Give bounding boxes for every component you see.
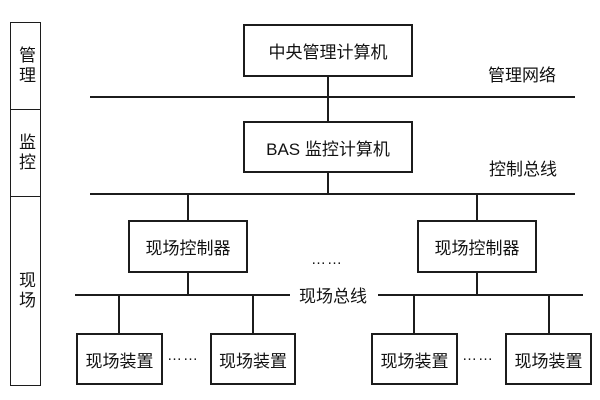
field-device-4-box: 现场装置: [505, 333, 592, 385]
central-management-computer-box: 中央管理计算机: [243, 24, 413, 77]
ellipsis-between-right-devices: ……: [462, 347, 494, 364]
management-network-label: 管理网络: [488, 66, 556, 85]
control-bus-line: [90, 193, 575, 195]
connector-right-controller-to-field-bus: [476, 273, 478, 295]
connector-central-to-management-network: [327, 77, 329, 97]
connector-field-bus-to-device-4: [548, 296, 550, 334]
sidebar-layer-field: 现场: [11, 197, 40, 385]
connector-field-bus-to-device-1: [118, 296, 120, 334]
layer-sidebar: 管理 监控 现场: [10, 22, 41, 386]
control-bus-label: 控制总线: [489, 160, 557, 179]
field-bus-line-right: [378, 294, 583, 296]
field-bus-line-left: [75, 294, 290, 296]
sidebar-layer-monitoring-label: 监控: [16, 133, 35, 173]
connector-field-bus-to-device-3: [413, 296, 415, 334]
connector-control-bus-to-right-controller: [476, 195, 478, 221]
field-device-1-box: 现场装置: [76, 333, 163, 385]
connector-left-controller-to-field-bus: [187, 273, 189, 295]
sidebar-layer-monitoring: 监控: [11, 110, 40, 197]
connector-management-network-to-bas: [327, 98, 329, 122]
field-bus-label: 现场总线: [299, 287, 367, 306]
field-device-3-box: 现场装置: [371, 333, 458, 385]
sidebar-layer-management-label: 管理: [16, 46, 35, 86]
connector-bas-to-control-bus: [327, 173, 329, 194]
ellipsis-between-left-devices: ……: [167, 347, 199, 364]
connector-control-bus-to-left-controller: [187, 195, 189, 221]
ellipsis-between-controllers: ……: [311, 251, 343, 268]
management-network-line: [90, 96, 575, 98]
sidebar-layer-field-label: 现场: [16, 271, 35, 311]
connector-field-bus-to-device-2: [252, 296, 254, 334]
sidebar-layer-management: 管理: [11, 23, 40, 110]
field-device-2-box: 现场装置: [210, 333, 296, 385]
field-controller-left-box: 现场控制器: [128, 220, 248, 273]
bas-monitoring-computer-box: BAS 监控计算机: [243, 121, 413, 173]
field-controller-right-box: 现场控制器: [417, 220, 537, 273]
